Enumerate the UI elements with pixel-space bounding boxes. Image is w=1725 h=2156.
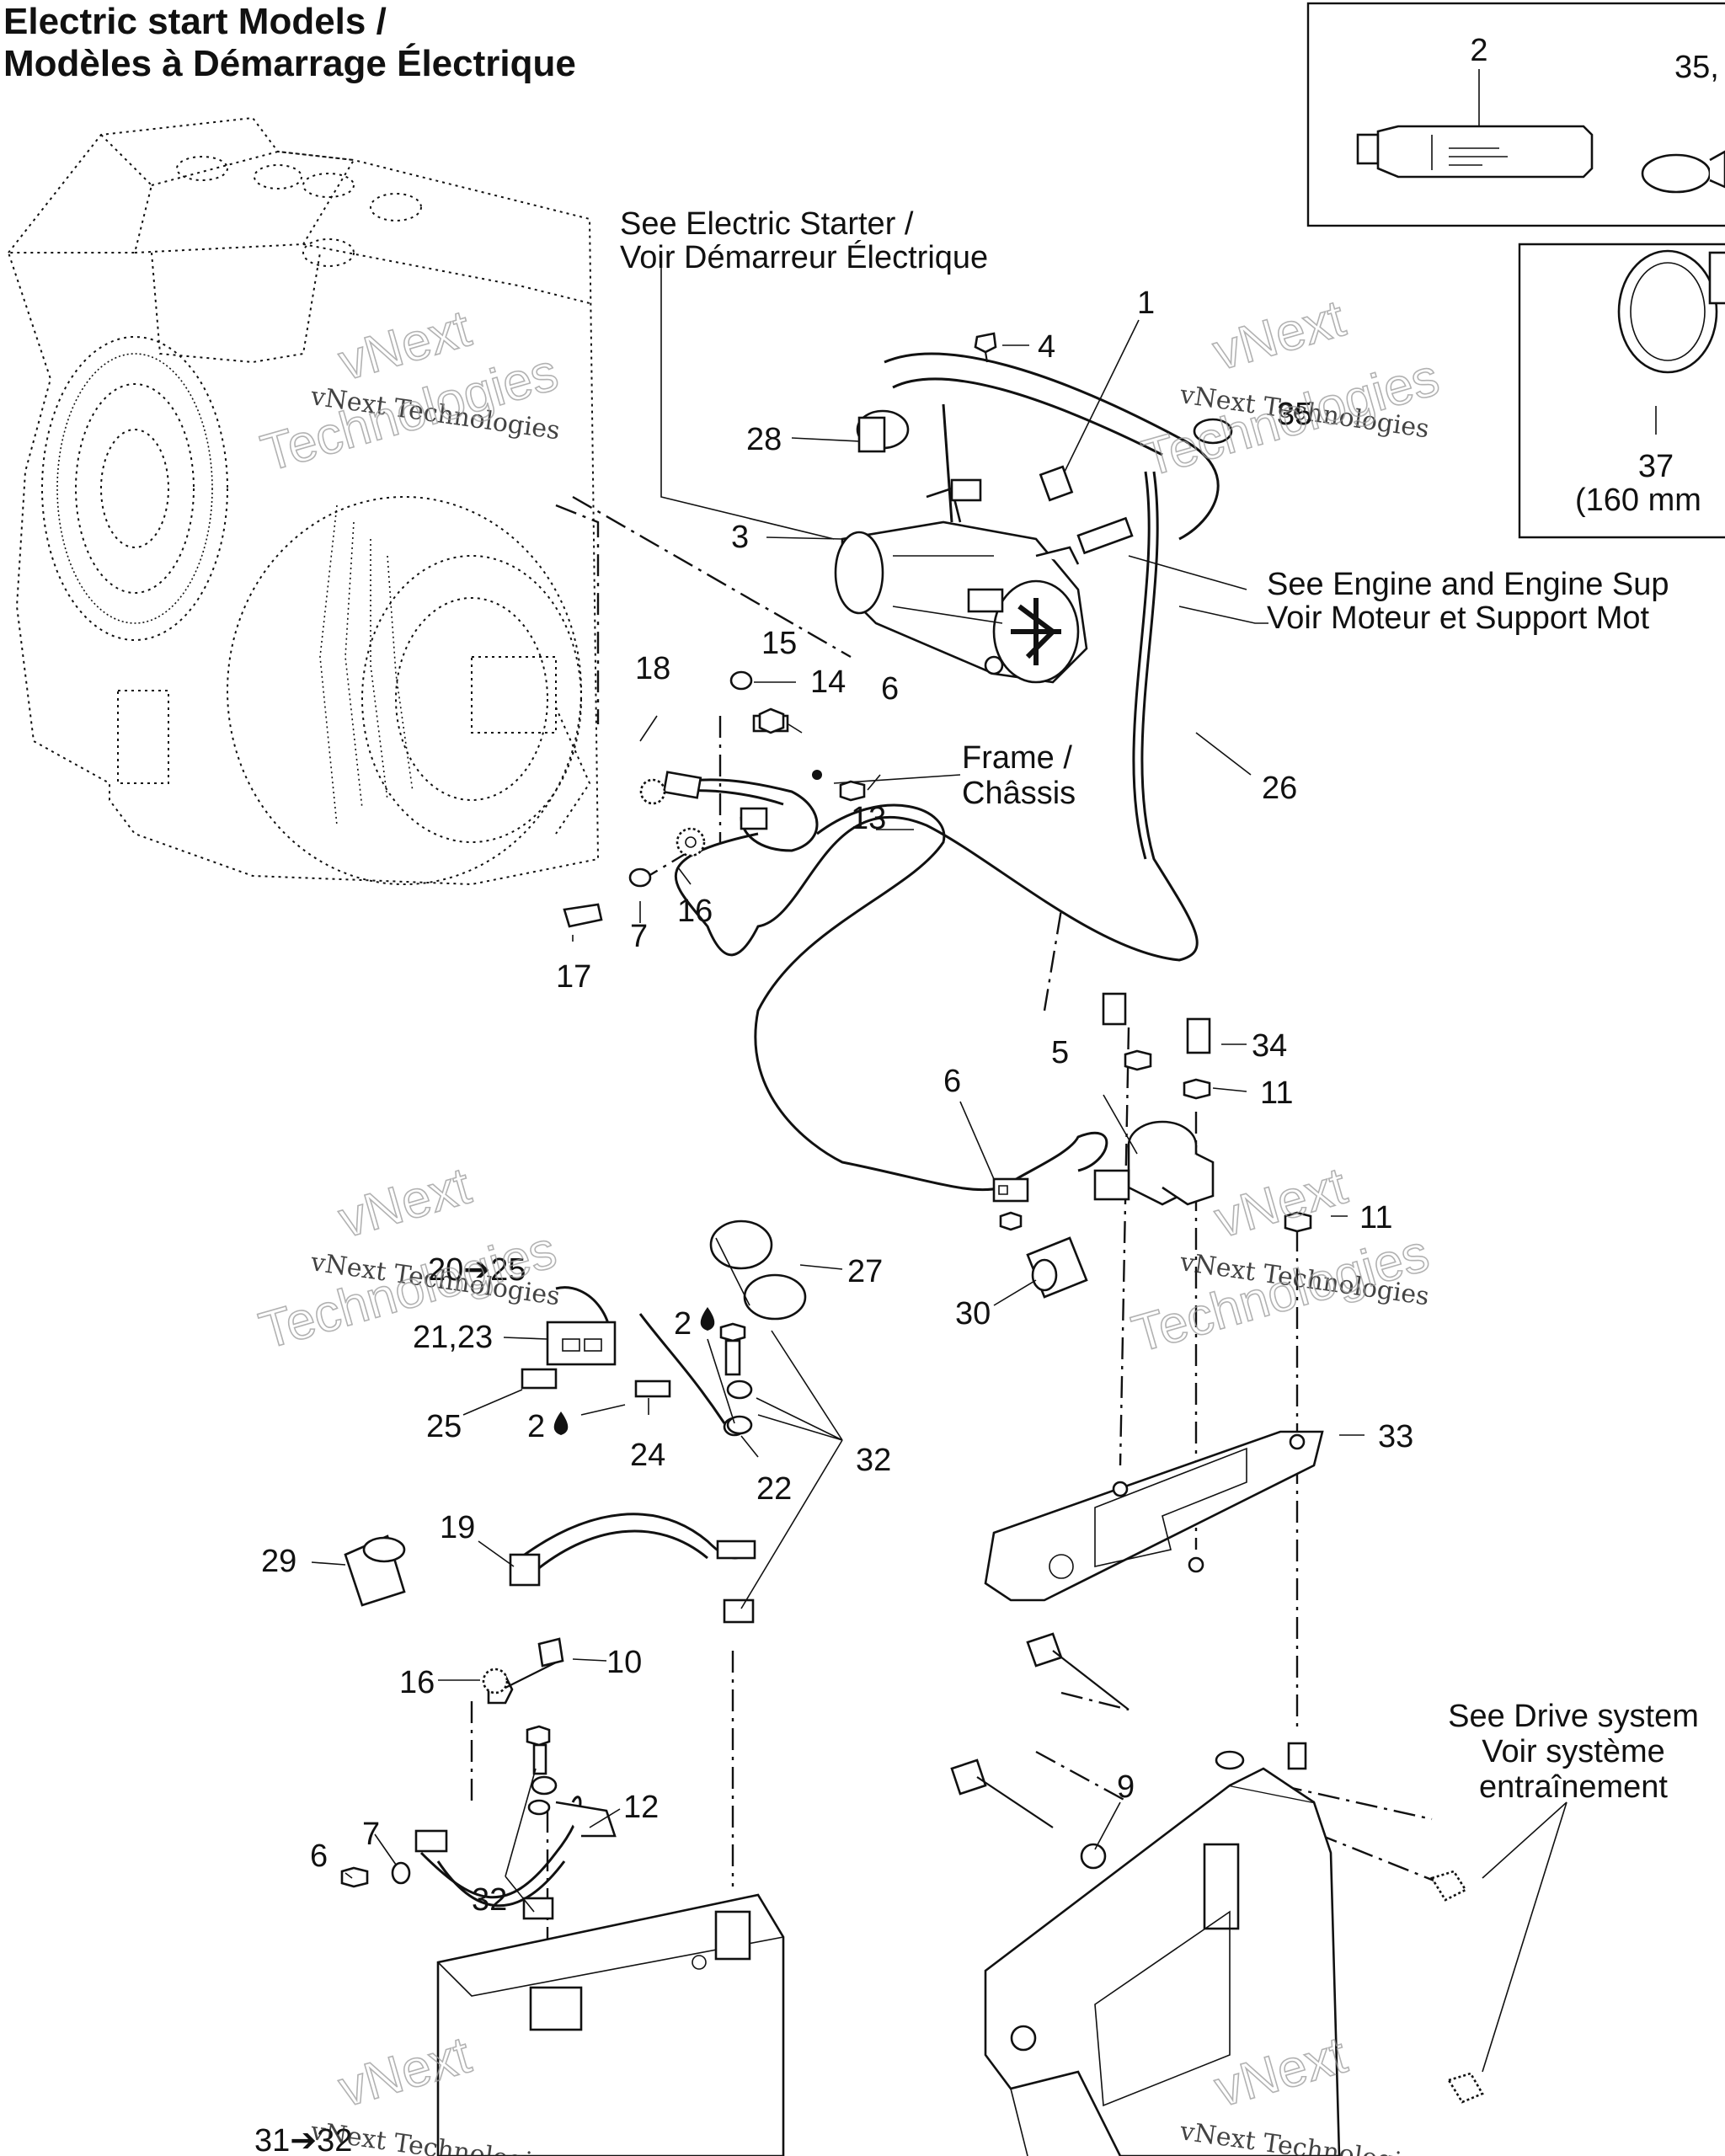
watermark-big-4a: vNext [1209, 1156, 1353, 1249]
starter-mount-spacer [1076, 516, 1134, 555]
engine-outline [7, 116, 600, 886]
watermark-big-3a: vNext [333, 1156, 477, 1249]
callout-6a: 6 [881, 671, 899, 707]
note-drive-3: entraînement [1479, 1769, 1668, 1805]
callout-29: 29 [261, 1544, 296, 1579]
callout-13: 13 [851, 801, 886, 836]
callout-7b: 7 [362, 1817, 380, 1852]
starter-cable-top [856, 352, 1220, 541]
callout-6c: 6 [310, 1838, 328, 1874]
positive-cable-26 [674, 471, 1199, 962]
callout-27: 27 [847, 1254, 883, 1289]
note-drive-1: See Drive system [1448, 1699, 1699, 1734]
callout-6b: 6 [943, 1064, 961, 1099]
callout-32a: 32 [856, 1443, 891, 1478]
fuse-holder-assembly [521, 1286, 746, 1437]
bolt-washers-32-upper [719, 1322, 755, 1624]
clamp-box [1518, 243, 1725, 539]
callout-32b: 32 [472, 1882, 507, 1918]
small-hardware-upper [563, 670, 866, 928]
callout-12: 12 [623, 1790, 659, 1825]
callout-25: 25 [426, 1409, 462, 1444]
assembly-lines [470, 495, 1450, 2004]
callout-35-kit: 35, [1674, 50, 1719, 85]
callout-19: 19 [440, 1510, 475, 1545]
battery-tray [984, 1742, 1341, 2156]
callout-20-25: 20➔25 [428, 1252, 526, 1288]
callout-15: 15 [761, 626, 797, 661]
callout-2-kit: 2 [1470, 33, 1487, 68]
callout-16b: 16 [399, 1665, 435, 1700]
callout-numbers: 2 35, 37 4 1 28 35 3 15 14 6 18 13 26 16… [254, 33, 1719, 2156]
kit-box-top [1306, 2, 1725, 227]
terminal-boot-29 [344, 1534, 406, 1607]
lower-hardware [340, 1637, 564, 1920]
terminal-boot-27 [709, 1219, 807, 1321]
reference-notes: See Electric Starter / Voir Démarreur Él… [620, 206, 1701, 1805]
positive-cable-26-edge [1132, 471, 1151, 860]
note-frame-2: Châssis [962, 776, 1076, 811]
callout-7a: 7 [630, 919, 648, 954]
diagram-title: Electric start Models / Modèles à Démarr… [3, 1, 576, 84]
callout-2b: 2 [527, 1409, 545, 1444]
callout-28: 28 [746, 422, 782, 457]
callout-22: 22 [756, 1471, 792, 1507]
callout-18: 18 [635, 651, 670, 686]
compound-tube [1356, 125, 1594, 179]
callout-16a: 16 [677, 894, 713, 929]
bolt-4 [974, 332, 997, 363]
drop-icons [553, 1307, 715, 1435]
note-engine-support-1: See Engine and Engine Sup [1267, 567, 1669, 602]
callout-21-23: 21,23 [413, 1320, 493, 1355]
callout-2a: 2 [674, 1306, 692, 1342]
callout-14: 14 [810, 664, 846, 700]
clamp-35 [1193, 418, 1233, 445]
kit-clamp-small [1641, 150, 1725, 194]
ground-cable-12 [414, 1796, 617, 1908]
tray-bolts [950, 1632, 1130, 1870]
battery [436, 1893, 785, 2156]
callout-11b: 11 [1359, 1200, 1392, 1235]
callout-17: 17 [556, 959, 591, 995]
title-line-1: Electric start Models / [3, 1, 387, 42]
callout-34: 34 [1252, 1028, 1287, 1064]
callout-9: 9 [1117, 1769, 1135, 1805]
callout-10: 10 [606, 1645, 642, 1680]
sealant-drop-icon [700, 1307, 715, 1331]
drive-system-nuts [1430, 1870, 1484, 2104]
note-electric-starter-2: Voir Démarreur Électrique [620, 239, 988, 275]
note-drive-2: Voir système [1482, 1734, 1665, 1769]
terminal-boot-30 [1026, 1236, 1088, 1299]
callout-31-32: 31➔32 [254, 2123, 352, 2156]
solenoid-lead-loop [754, 803, 1108, 1192]
note-frame-1: Frame / [962, 740, 1072, 776]
callout-30: 30 [955, 1296, 991, 1331]
callout-24: 24 [630, 1438, 665, 1473]
callout-3: 3 [731, 520, 749, 555]
sealant-drop-icon [553, 1412, 569, 1435]
cable-19 [509, 1513, 756, 1587]
starter-motor [834, 487, 1088, 684]
callout-4: 4 [1038, 329, 1055, 365]
ground-cable-13 [662, 771, 819, 852]
callout-11a: 11 [1260, 1075, 1293, 1111]
callout-leaders [311, 265, 1567, 2073]
note-clamp-size: (160 mm [1575, 483, 1701, 518]
starter-solenoid [992, 992, 1312, 1233]
watermark-big-2a: vNext [1207, 289, 1351, 382]
callout-33: 33 [1378, 1419, 1413, 1454]
title-line-2: Modèles à Démarrage Électrique [3, 42, 576, 84]
note-electric-starter-1: See Electric Starter / [620, 206, 914, 242]
callout-35: 35 [1277, 397, 1312, 432]
callout-1: 1 [1137, 286, 1155, 321]
note-engine-support-2: Voir Moteur et Support Mot [1267, 600, 1650, 636]
solenoid-bracket-33 [984, 1430, 1324, 1602]
callout-5: 5 [1051, 1035, 1069, 1070]
callout-37: 37 [1638, 449, 1674, 484]
callout-26: 26 [1262, 771, 1297, 806]
